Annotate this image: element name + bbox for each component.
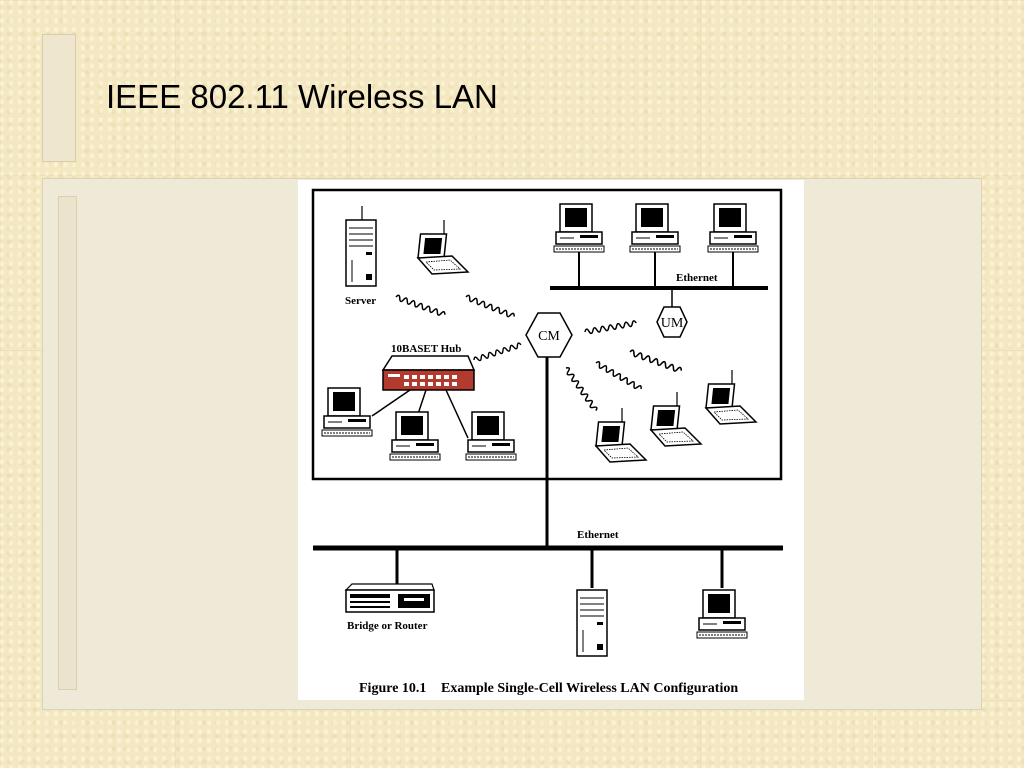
wireless-link-laptop-top-left	[464, 293, 516, 320]
server-tower-bottom	[576, 589, 608, 657]
wireless-link-um	[583, 319, 638, 336]
figure-caption-number: Figure 10.1	[359, 681, 426, 696]
server-tower	[345, 206, 377, 287]
content-accent-bar	[58, 196, 77, 690]
um-node: UM	[656, 306, 688, 338]
title-accent-bar	[42, 34, 76, 162]
cm-node: CM	[525, 312, 573, 358]
desktop-computer-top-1	[553, 203, 605, 288]
desktop-computer-top-2	[629, 203, 681, 288]
desktop-computer-hub-3	[465, 411, 517, 461]
desktop-computer-hub-1	[321, 387, 373, 437]
laptop-top-left	[417, 219, 469, 275]
ethernet-top-label: Ethernet	[676, 272, 718, 284]
10baset-hub	[381, 355, 476, 391]
wireless-link-hub	[472, 341, 523, 363]
bridge-router	[344, 583, 435, 613]
hub-label: 10BASET Hub	[391, 343, 461, 355]
wireless-link-server	[394, 293, 447, 318]
desktop-computer-hub-2	[389, 411, 441, 461]
network-diagram: Ethernet UM Server CM	[311, 188, 783, 696]
wireless-link-laptop-right	[628, 348, 683, 374]
wireless-link-laptop-middle	[594, 360, 644, 392]
network-diagram-figure: Ethernet UM Server CM	[298, 180, 804, 700]
laptop-right	[705, 369, 757, 425]
laptop-middle	[650, 391, 702, 447]
bridge-router-label: Bridge or Router	[347, 620, 428, 632]
laptop-bottom	[595, 407, 647, 463]
ethernet-bottom-label: Ethernet	[577, 529, 619, 541]
desktop-computer-top-3	[707, 203, 759, 288]
cm-label: CM	[538, 329, 560, 344]
um-label: UM	[661, 316, 684, 331]
slide-title: IEEE 802.11 Wireless LAN	[106, 78, 498, 115]
server-label: Server	[345, 295, 376, 307]
wireless-link-laptop-bottom	[563, 365, 599, 413]
figure-caption-text: Example Single-Cell Wireless LAN Configu…	[441, 681, 738, 696]
desktop-computer-bottom	[696, 589, 748, 639]
